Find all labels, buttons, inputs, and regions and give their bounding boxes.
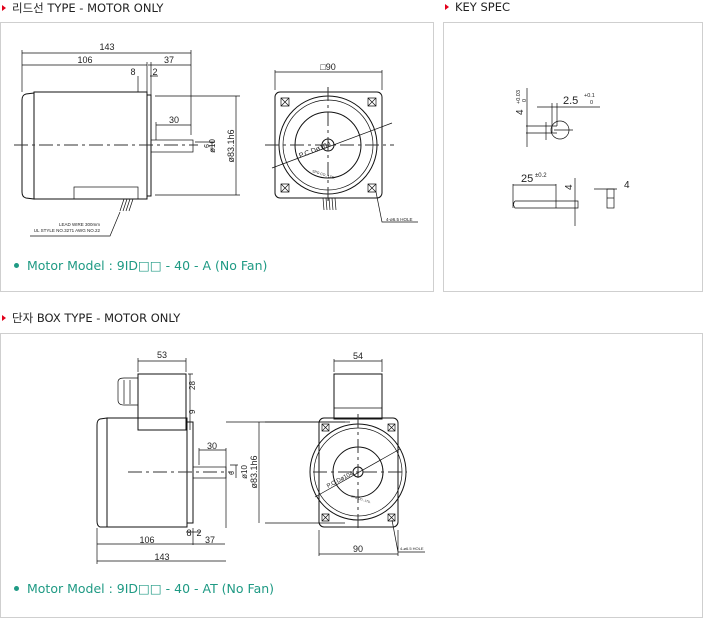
tol-text: 0 <box>522 99 528 102</box>
dim-text: 2 <box>196 528 201 538</box>
dimension-lines <box>21 50 192 135</box>
terminal-box <box>137 373 187 431</box>
dimension-lines <box>274 70 418 223</box>
cable-gland <box>117 377 139 406</box>
dim-text: 2 <box>152 67 157 77</box>
dim-text: 90 <box>353 544 363 554</box>
dim-text: 106 <box>77 55 92 65</box>
section-title: 단자 BOX TYPE - MOTOR ONLY <box>12 311 181 325</box>
dim-text: 30 <box>207 441 217 451</box>
key-end <box>606 188 615 209</box>
hole-note: 4-ø6.5 HOLE <box>386 217 413 222</box>
section-header-box: 단자 BOX TYPE - MOTOR ONLY <box>2 310 180 326</box>
tol-text: +0.03 <box>516 90 522 104</box>
lead-wires <box>322 197 337 211</box>
box-side-view: 53 28 9 30 9 ø10 ø83.1h6 8 2 106 37 143 <box>96 350 350 564</box>
pcd-text: P.C.Dø104 <box>326 471 355 490</box>
lead-side-view: LEAD WIRE 300mm UL STYLE NO.3271 AWG NO.… <box>14 42 240 237</box>
dim-text: □90 <box>320 62 335 72</box>
bullet-dot-icon <box>14 263 19 268</box>
dim-text: 4 <box>564 184 575 190</box>
dimension-lines <box>318 359 425 556</box>
dim-text: 8 <box>130 67 135 77</box>
motor-model-lead: Motor Model : 9ID□□ - 40 - A (No Fan) <box>14 258 267 273</box>
bullet-triangle-icon <box>2 315 6 321</box>
section-title: KEY SPEC <box>455 0 511 14</box>
dim-text: ø10 <box>240 465 249 479</box>
dim-text: ø10 <box>208 139 217 153</box>
dim-text: 25 <box>521 173 533 185</box>
end-cap <box>96 417 108 528</box>
key-spec-drawing: 4 +0.03 0 2.5 +0.1 0 25 ±0.2 4 4 <box>512 88 630 226</box>
dim-text: 28 <box>188 381 197 390</box>
box-front-view: P.C.Dø104 SPG CO., LTD. 54 90 4-ø6.5 HOL… <box>309 351 425 556</box>
dim-text: ø83.1h6 <box>226 129 236 162</box>
dim-text: 53 <box>157 350 167 360</box>
dim-text: 106 <box>139 535 154 545</box>
mount-holes <box>321 423 396 522</box>
lead-wire-note: UL STYLE NO.3271 AWG NO.22 <box>34 228 101 233</box>
dim-text: 9 <box>227 471 234 475</box>
dim-text: 143 <box>154 552 169 562</box>
lead-wire-note: LEAD WIRE 300mm <box>59 222 100 227</box>
hole-note: 4-ø6.5 HOLE <box>400 546 424 551</box>
dim-text: 9 <box>188 409 197 414</box>
dimension-lines <box>96 358 345 564</box>
motor-model-box: Motor Model : 9ID□□ - 40 - AT (No Fan) <box>14 581 274 596</box>
section-header-key: KEY SPEC <box>445 0 510 14</box>
dim-text: 4 <box>515 109 526 115</box>
section-header-lead: 리드선 TYPE - MOTOR ONLY <box>2 0 163 16</box>
end-cap <box>21 92 35 200</box>
wire-outlet <box>73 186 139 200</box>
model-text: Motor Model : 9ID□□ - 40 - A (No Fan) <box>27 258 268 273</box>
section-title: 리드선 TYPE - MOTOR ONLY <box>12 1 164 15</box>
dim-text: 9 <box>202 144 209 148</box>
lead-type-panel <box>0 22 434 292</box>
dim-text: 30 <box>169 115 179 125</box>
maker-text: SPG CO., LTD. <box>351 494 372 504</box>
bullet-triangle-icon <box>445 4 449 10</box>
lead-front-view: P.C.Dø104 SPG CO., LTD. □90 4-ø6.5 HOLE <box>265 62 418 223</box>
model-text: Motor Model : 9ID□□ - 40 - AT (No Fan) <box>27 581 275 596</box>
tol-text: ±0.2 <box>535 173 547 179</box>
dim-text: 143 <box>99 42 114 52</box>
dim-text: ø83.1h6 <box>249 455 259 488</box>
leader-line <box>30 211 121 237</box>
dimension-lines <box>526 88 600 147</box>
dim-text: 8 <box>186 528 191 538</box>
bullet-triangle-icon <box>2 5 6 11</box>
lead-wires <box>119 198 134 212</box>
maker-text: SPG CO., LTD. <box>312 169 336 180</box>
pcd-line <box>314 448 401 498</box>
tol-text: 0 <box>590 100 593 106</box>
terminal-box <box>333 373 383 420</box>
key-shape <box>512 178 617 226</box>
dim-text: 37 <box>164 55 174 65</box>
dim-text: 2.5 <box>563 95 578 107</box>
pcd-line <box>271 122 393 169</box>
shaft <box>150 139 194 153</box>
dim-text: 37 <box>205 535 215 545</box>
bullet-dot-icon <box>14 586 19 591</box>
tol-text: +0.1 <box>584 93 595 99</box>
dimension-lines <box>155 95 240 196</box>
mount-holes <box>280 97 377 193</box>
dim-text: 4 <box>624 180 630 191</box>
dim-text: 54 <box>353 351 363 361</box>
